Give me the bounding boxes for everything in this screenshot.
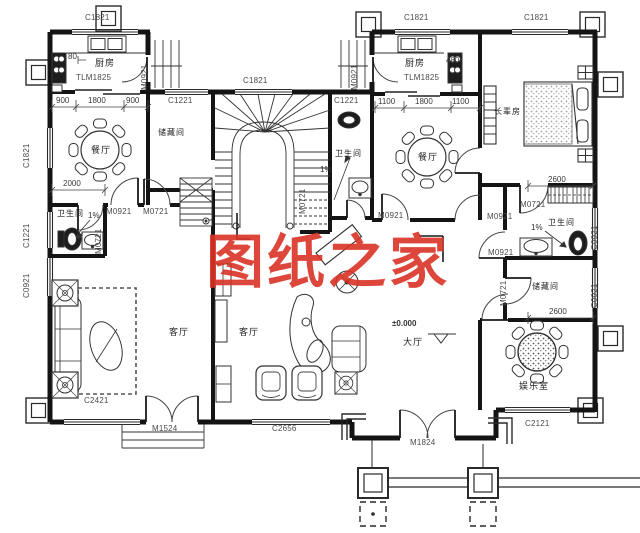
label-door-m0721-storage: M0721 xyxy=(499,280,508,306)
room-elder: 长辈房 xyxy=(494,107,521,116)
label-window-c0921-west: C0921 xyxy=(22,273,31,298)
level-mark: ±0.000 xyxy=(392,319,417,328)
dim-900-right: 900 xyxy=(126,96,140,105)
label-window-c2421: C2421 xyxy=(84,396,109,405)
label-door-m0921-corridor: M0921 xyxy=(106,207,132,216)
room-bath-right: 卫生间 xyxy=(548,218,575,227)
slope-left: 1% xyxy=(88,211,100,220)
label-window-c2656: C2656 xyxy=(272,424,297,433)
label-door-m0721-corridor: M0721 xyxy=(143,207,169,216)
dim-80: 80 xyxy=(68,52,77,61)
label-door-m0921-bath-right: M0921 xyxy=(487,212,513,221)
room-bath-center: 卫生间 xyxy=(335,149,362,158)
label-window-c1821-kitchen-right: C1821 xyxy=(404,13,429,22)
dim-480: 480 xyxy=(446,56,460,65)
label-door-m0921-storage-right: M0921 xyxy=(488,248,514,257)
dim-2600-game: 2600 xyxy=(549,307,567,316)
label-window-c1821-elder: C1821 xyxy=(524,13,549,22)
dim-1800-right: 1800 xyxy=(415,97,433,106)
dim-900-left: 900 xyxy=(56,96,70,105)
label-door-tlm1825-left: TLM1825 xyxy=(76,73,112,82)
label-door-m0721-elder-bath: M0721 xyxy=(520,200,546,209)
dim-2000: 2000 xyxy=(63,179,81,188)
label-door-m0921-kitchen-right: M0921 xyxy=(350,64,359,90)
room-kitchen-left: 厨房 xyxy=(95,58,116,68)
dim-1100-right: 1100 xyxy=(452,97,470,106)
label-window-c1821-west: C1821 xyxy=(22,143,31,168)
room-kitchen-right: 厨房 xyxy=(405,58,426,68)
label-window-c0921-east-1: C0921 xyxy=(590,225,599,250)
label-window-c1821-kitchen-left: C1821 xyxy=(85,13,110,22)
slope-center: 1% xyxy=(320,165,332,174)
room-bath-left: 卫生间 xyxy=(57,209,84,218)
dim-2600-bath: 2600 xyxy=(548,175,566,184)
room-storage-left: 储藏间 xyxy=(158,128,185,137)
label-door-m0721-bath-left: M0721 xyxy=(94,228,103,254)
dim-1100-left: 1100 xyxy=(378,97,396,106)
slope-right: 1% xyxy=(531,223,543,232)
room-living-2: 客厅 xyxy=(239,327,260,337)
label-window-c2121: C2121 xyxy=(525,419,550,428)
label-door-m0921-kitchen-left: M0921 xyxy=(140,64,149,90)
label-window-c1821-stairs: C1821 xyxy=(243,76,268,85)
room-storage-right: 储藏间 xyxy=(532,282,559,291)
label-door-m0721-bath-center: M0721 xyxy=(298,188,307,214)
label-door-tlm1825-right: TLM1825 xyxy=(404,73,440,82)
room-game: 娱乐室 xyxy=(519,381,550,391)
room-living-1: 客厅 xyxy=(169,327,190,337)
label-door-m0921-dining-west: M0921 xyxy=(378,211,404,220)
room-dining-left: 餐厅 xyxy=(91,145,112,155)
label-window-c1221-west: C1221 xyxy=(22,223,31,248)
room-dining-right: 餐厅 xyxy=(418,152,439,162)
label-window-c0921-east-2: C0921 xyxy=(590,283,599,308)
label-door-m1524: M1524 xyxy=(152,424,178,433)
dim-1800-left: 1800 xyxy=(88,96,106,105)
room-hall: 大厅 xyxy=(403,337,424,347)
label-window-c1221-bath: C1221 xyxy=(334,96,359,105)
label-window-c1221-storage: C1221 xyxy=(168,96,193,105)
label-door-m1824: M1824 xyxy=(410,438,436,447)
watermark: 图纸之家 xyxy=(206,230,451,295)
